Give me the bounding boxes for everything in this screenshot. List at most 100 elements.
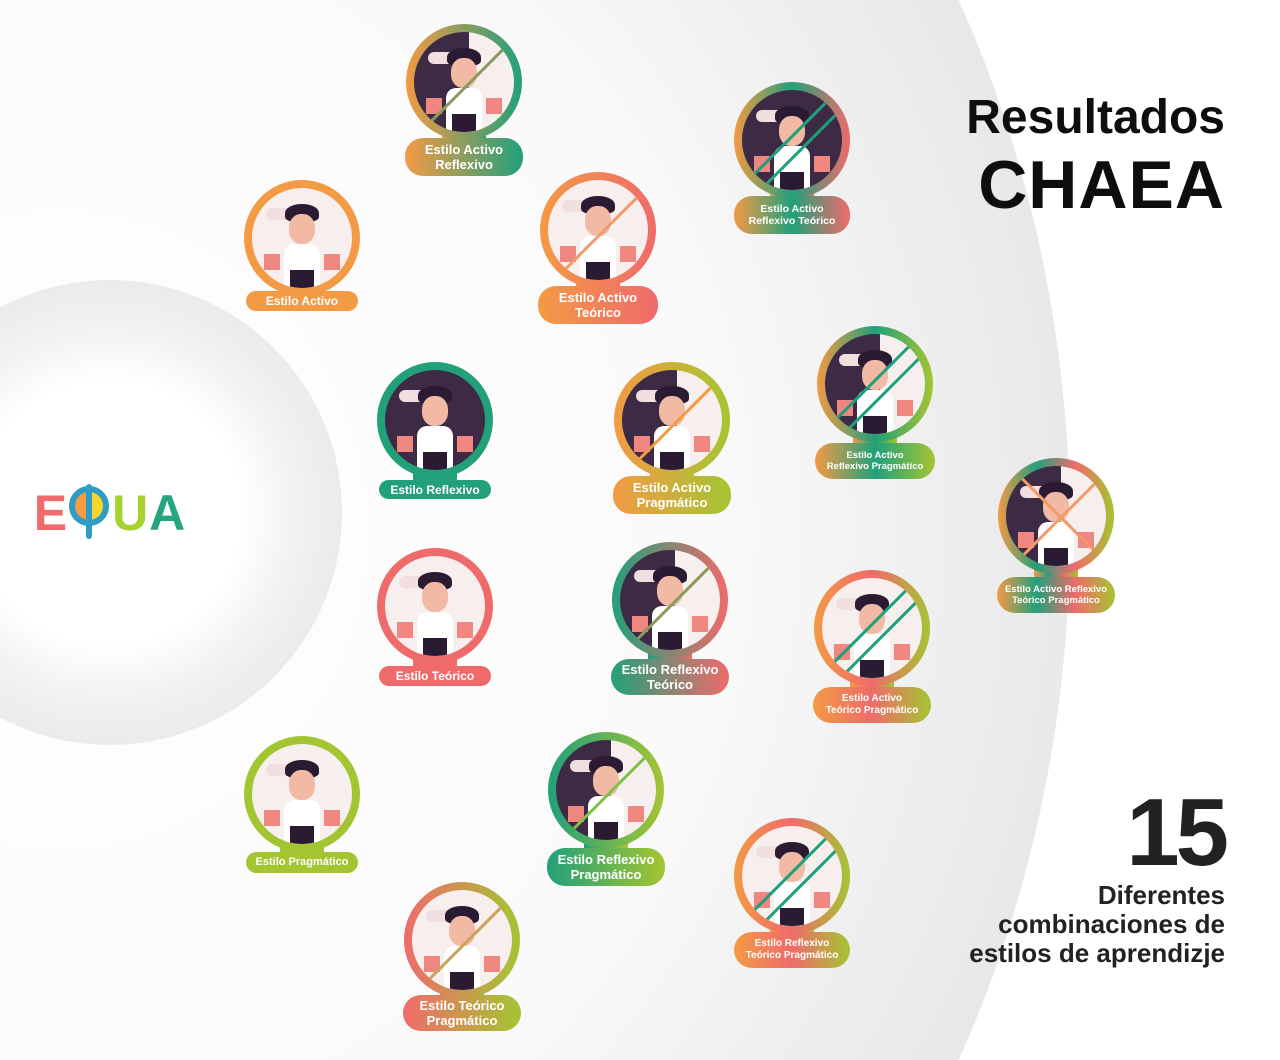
badge-label: Estilo Reflexivo — [379, 480, 491, 499]
badge-label-line-1: Estilo Activo — [265, 294, 339, 308]
badge-label-line-1: Estilo Activo Reflexivo — [1004, 583, 1108, 595]
badge-label-line-2: Teórico Pragmático — [745, 950, 839, 961]
character-illustration — [825, 334, 925, 434]
character-illustration — [412, 890, 512, 990]
badge-label-line-2: Reflexivo Teórico — [748, 215, 836, 227]
logo-letter-u: U — [112, 485, 148, 541]
character-illustration — [252, 744, 352, 844]
stat-line-1: Diferentes — [1097, 880, 1225, 910]
badge-label-line-1: Estilo Reflexivo — [557, 852, 655, 867]
badge-label-line-2: Reflexivo — [435, 157, 493, 172]
stat-line-2: combinaciones de — [998, 909, 1225, 939]
logo-circle: E U A — [13, 417, 205, 609]
badge-label-line-1: Estilo Activo — [846, 449, 904, 461]
badge-label-line-2: Teórico Pragmático — [1012, 595, 1100, 606]
character-illustration — [742, 826, 842, 926]
badge-ring — [998, 458, 1114, 574]
badge-label-line-2: Pragmático — [636, 495, 708, 510]
badge-label-line-1: Estilo Activo — [632, 480, 712, 495]
badge-ring — [814, 570, 930, 686]
stat-line-3: estilos de aprendizje — [969, 938, 1225, 968]
title-resultados: Resultados — [966, 91, 1225, 144]
badge-ring — [404, 882, 520, 998]
badge-label-line-1: Estilo Reflexivo — [754, 938, 830, 949]
logo-letter-e: E — [33, 485, 67, 541]
badge-teorico: Estilo Teórico — [355, 548, 515, 686]
combinations-stat: 15 Diferentes combinaciones de estilos d… — [969, 779, 1229, 968]
badge-ring — [612, 542, 728, 658]
badge-ring — [244, 180, 360, 296]
badge-label-line-2: Reflexivo Pragmático — [826, 461, 924, 472]
badge-activo: Estilo Activo — [222, 180, 382, 311]
badge-ring — [614, 362, 730, 478]
character-illustration — [620, 550, 720, 650]
badge-label-line-1: Estilo Reflexivo — [390, 482, 480, 497]
character-illustration — [385, 556, 485, 656]
badge-label-line-1: Estilo Teórico — [395, 669, 475, 683]
badge-label-line-2: Pragmático — [570, 867, 642, 882]
badge-label: Estilo Teórico — [379, 666, 491, 686]
badge-label-line-2: Teórico Pragmático — [825, 705, 919, 716]
badge-label: Estilo Pragmático — [246, 852, 358, 873]
badge-ring — [377, 548, 493, 664]
badge-ring — [377, 362, 493, 478]
character-illustration — [385, 370, 485, 470]
badge-ring — [548, 732, 664, 848]
character-illustration — [742, 90, 842, 190]
badge-ring — [244, 736, 360, 852]
badge-label-line-1: Estilo Activo — [424, 142, 504, 157]
badge-label-line-2: Pragmático — [426, 1013, 498, 1028]
character-illustration — [622, 370, 722, 470]
badge-pragmatico: Estilo Pragmático — [222, 736, 382, 873]
badge-ring — [406, 24, 522, 140]
badge-label-line-1: Estilo Activo — [558, 290, 638, 305]
badge-ring — [734, 818, 850, 934]
character-illustration — [548, 180, 648, 280]
title-chaea: CHAEA — [978, 147, 1225, 223]
badge-label-line-2: Teórico — [575, 305, 621, 320]
stat-number: 15 — [1126, 779, 1229, 886]
logo-letter-a: A — [149, 485, 185, 541]
badge-label-line-1: Estilo Activo — [760, 202, 824, 215]
badge-reflexivo: Estilo Reflexivo — [355, 362, 515, 499]
character-illustration — [822, 578, 922, 678]
badge-ring — [734, 82, 850, 198]
badge-label: Estilo Activo — [246, 291, 358, 311]
logo-q-icon — [68, 484, 110, 542]
character-illustration — [1006, 466, 1106, 566]
badge-label-line-1: Estilo Activo — [841, 693, 903, 704]
badge-ring — [540, 172, 656, 288]
character-illustration — [556, 740, 656, 840]
badge-label-line-1: Estilo Reflexivo — [621, 662, 719, 677]
badge-label-line-1: Estilo Teórico — [419, 998, 505, 1013]
character-illustration — [414, 32, 514, 132]
badge-label-line-1: Estilo Pragmático — [255, 856, 349, 868]
page-title: Resultados CHAEA — [966, 90, 1225, 224]
equa-logo: E U A — [34, 484, 185, 542]
badge-ring — [817, 326, 933, 442]
badge-label-line-2: Teórico — [647, 677, 693, 692]
character-illustration — [252, 188, 352, 288]
